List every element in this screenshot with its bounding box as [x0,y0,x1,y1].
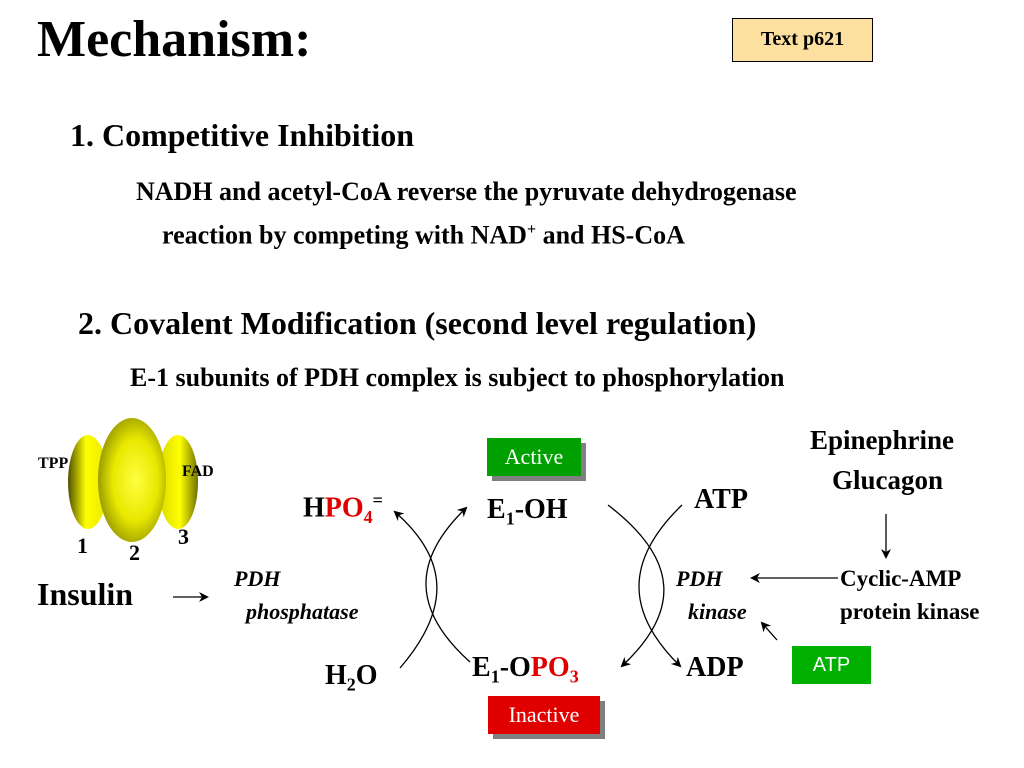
camp-line1: Cyclic-AMP [840,566,962,591]
phosphatase-arc-right [425,506,471,663]
section1-line2: reaction by competing with NAD+ and HS-C… [162,214,685,252]
pdh-phosphatase-line2: phosphatase [246,599,359,624]
hpo4-h: H [303,492,325,524]
complex-subunit-1 [68,435,108,529]
h2o-o: O [355,660,378,691]
phosphatase-arc-left [393,510,438,669]
subunit-number-2: 2 [129,540,140,565]
e1-oh-e: E [487,494,506,525]
e1-opo3-po-sub: 3 [569,666,579,687]
e1-opo3-sub: 1 [490,666,500,687]
page-title: Mechanism: [37,11,312,68]
e1-opo3-label: E1-OPO3 [472,652,579,693]
camp-line2: protein kinase [840,599,980,624]
kinase-arc-right [638,504,683,668]
section2-line1: E-1 subunits of PDH complex is subject t… [130,363,785,392]
e1-opo3-po: PO [530,652,570,683]
insulin-label: Insulin [37,576,134,612]
section1-heading: 1. Competitive Inhibition [70,117,415,153]
hpo4-po: PO [324,492,364,524]
section1-line2-end: and HS-CoA [536,220,685,250]
section1-line1: NADH and acetyl-CoA reverse the pyruvate… [136,177,797,206]
subunit-number-1: 1 [77,533,88,558]
h2o-label: H2O [325,660,378,701]
h2o-sub: 2 [346,674,356,695]
hpo4-charge: = [372,490,383,510]
text-reference-badge: Text p621 [732,18,873,62]
section1-line2-text: reaction by competing with NAD [162,220,527,250]
section2-heading: 2. Covalent Modification (second level r… [78,305,757,341]
active-tag: Active [487,438,581,476]
pdh-phosphatase-line1: PDH [234,566,281,591]
adp-label: ADP [686,652,744,683]
inactive-tag: Inactive [488,696,600,734]
atp-to-kinase-arrow [760,621,778,641]
e1-oh-label: E1-OH [487,494,568,535]
e1-opo3-dash-o: -O [499,652,531,683]
hormone-line1: Epinephrine [810,425,955,455]
pdh-kinase-line2: kinase [688,599,747,624]
e1-oh-rest: -OH [514,494,568,525]
h2o-h: H [325,660,347,691]
e1-oh-sub: 1 [505,508,515,529]
e1-opo3-e: E [472,652,491,683]
nad-plus-superscript: + [526,221,537,238]
atp-box: ATP [792,646,871,684]
subunit-number-3: 3 [178,524,189,549]
atp-top-label: ATP [694,484,748,515]
pdh-kinase-line1: PDH [676,566,723,591]
complex-subunit-2 [98,418,166,542]
hormone-line2: Glucagon [832,465,944,495]
tpp-label: TPP [38,455,69,472]
kinase-arc-left [607,504,665,668]
hpo4-sub: 4 [363,506,373,527]
fad-label: FAD [182,463,214,480]
complex-subunit-3 [158,435,198,529]
hpo4-label: HPO4= [303,484,383,533]
